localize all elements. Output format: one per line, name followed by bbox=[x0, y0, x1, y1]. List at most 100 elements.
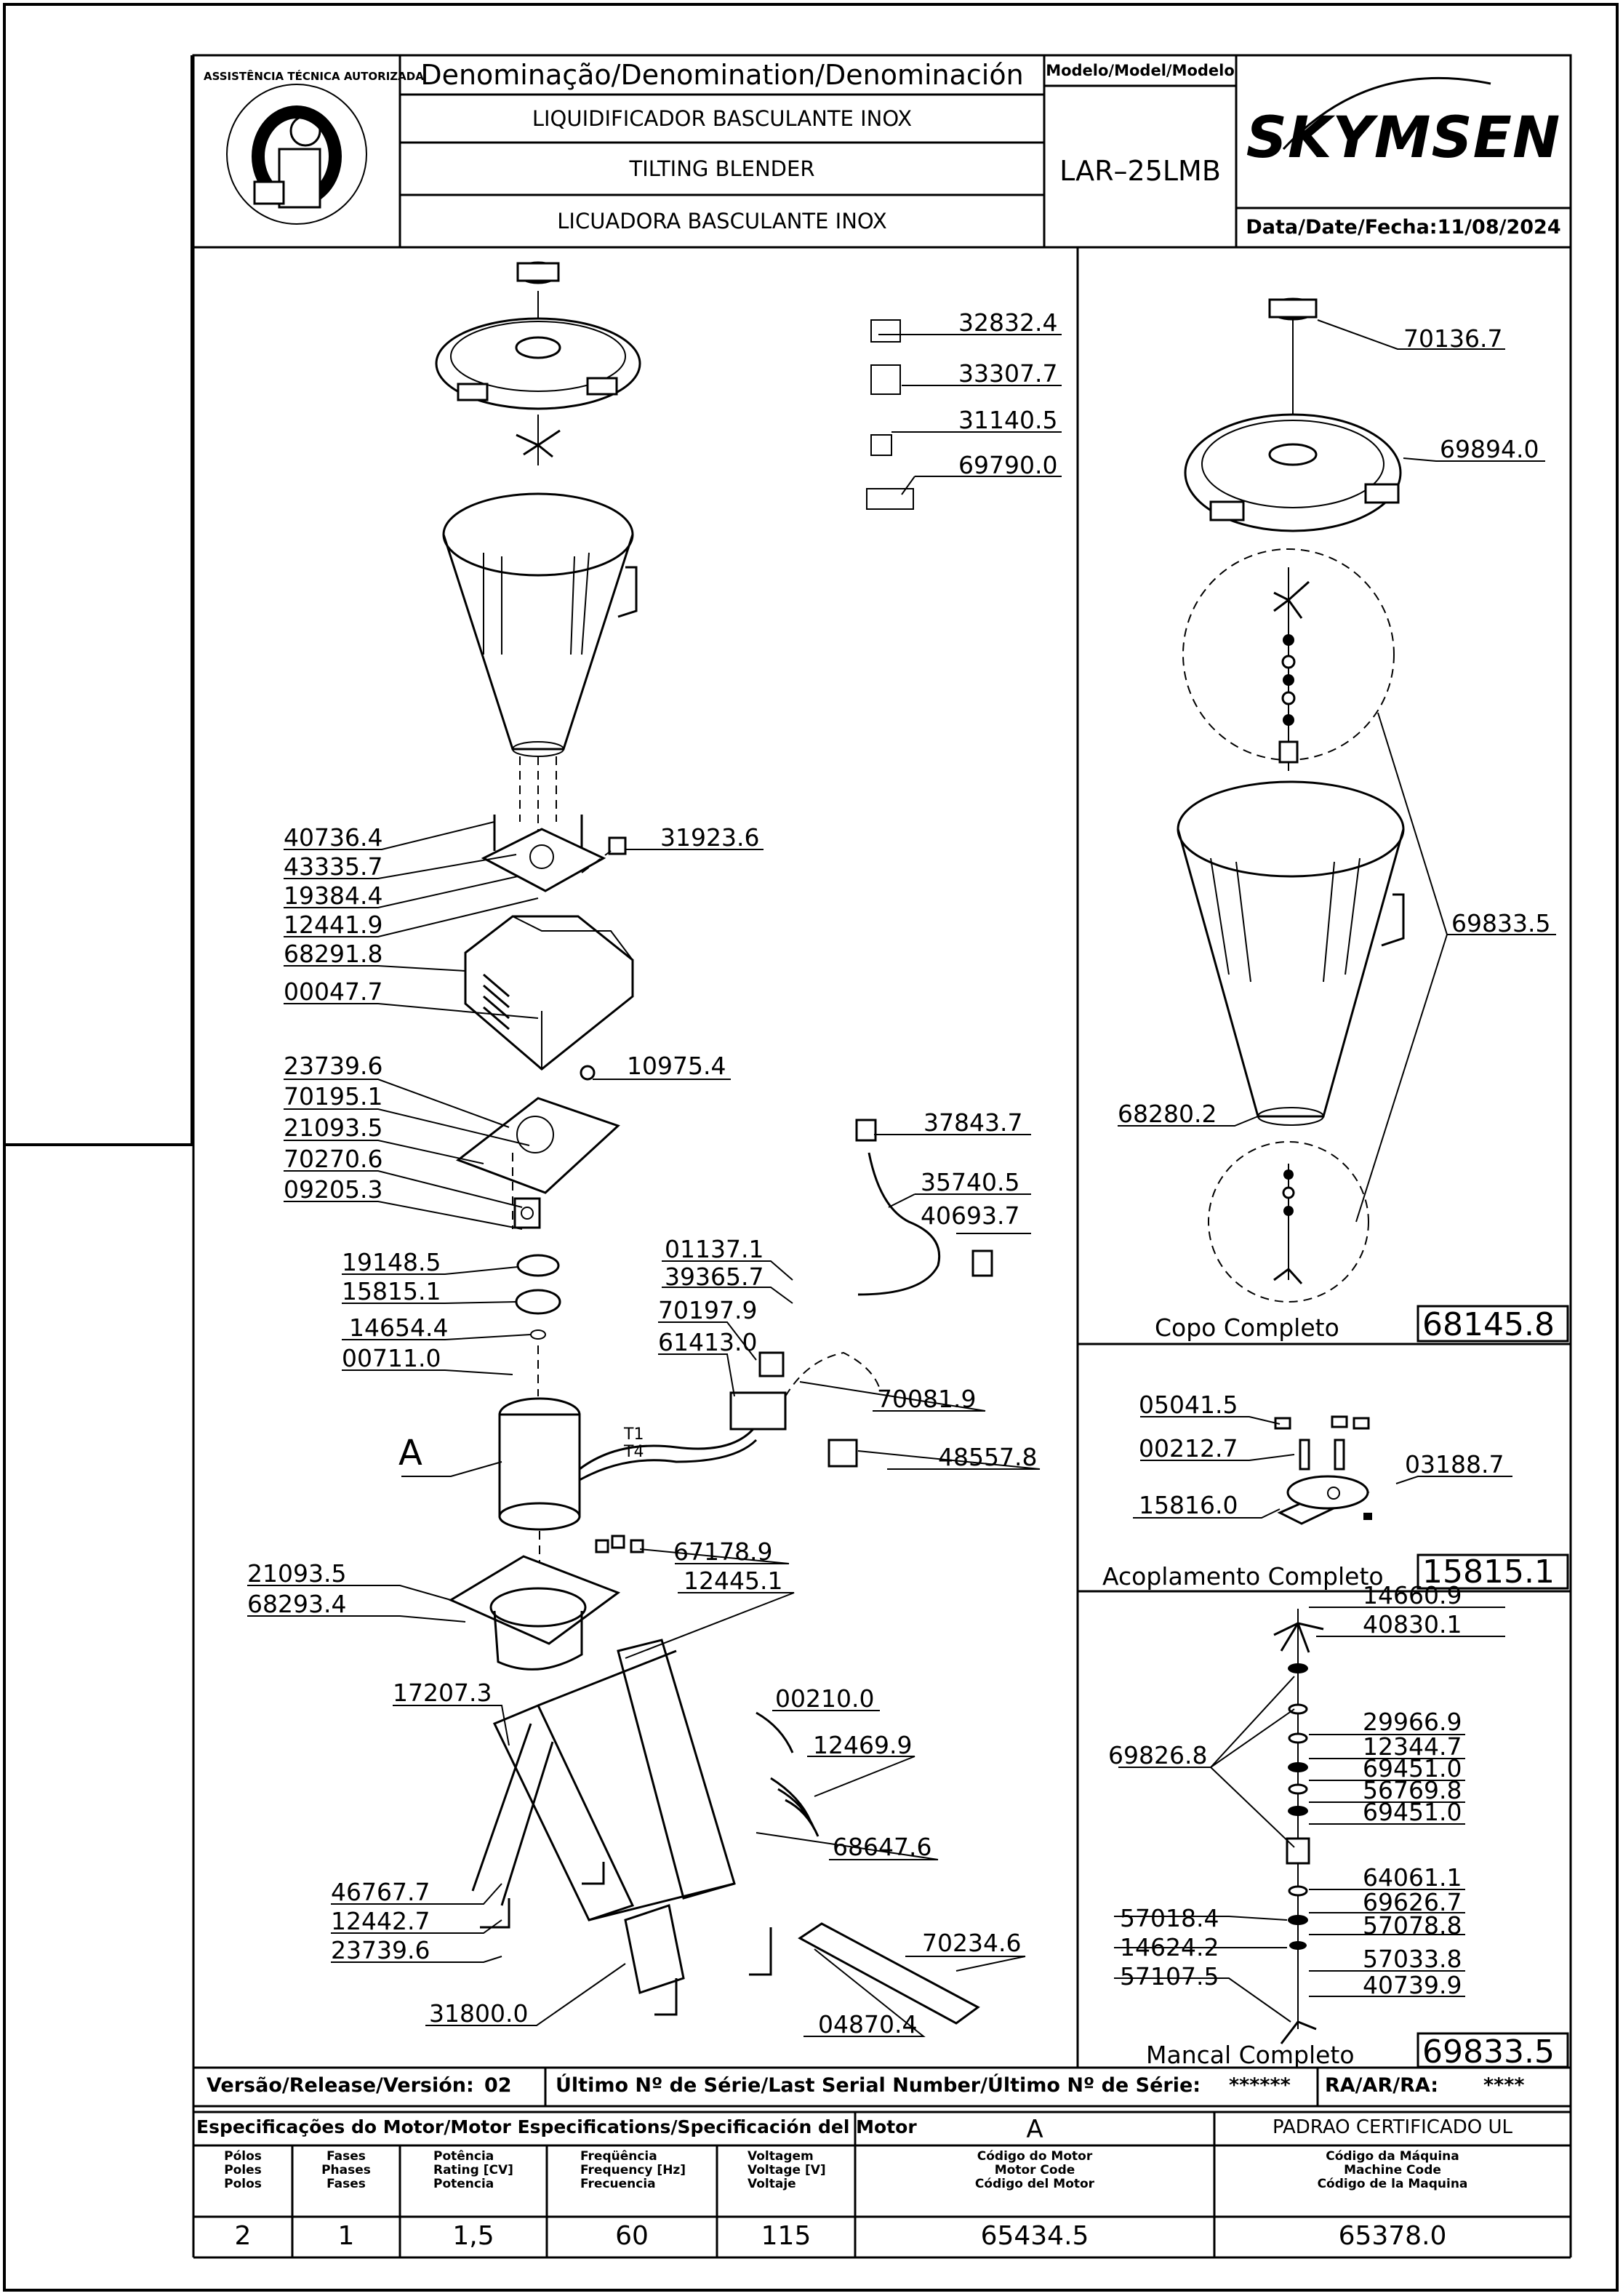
part-label: 70197.9 bbox=[658, 1296, 758, 1324]
part-label: 15816.0 bbox=[1139, 1491, 1238, 1519]
ul-title: PADRAO CERTIFICADO UL bbox=[1272, 2116, 1513, 2138]
part-label: 61413.0 bbox=[658, 1328, 758, 1356]
part-label: 69626.7 bbox=[1363, 1888, 1462, 1916]
part-label: 04870.4 bbox=[818, 2010, 918, 2039]
part-label: 46767.7 bbox=[331, 1878, 430, 1906]
part-label: 69451.0 bbox=[1363, 1754, 1462, 1783]
motor-code-value: 65434.5 bbox=[980, 2221, 1089, 2251]
part-label: 00212.7 bbox=[1139, 1434, 1238, 1463]
assembly-label: Copo Completo bbox=[1155, 1313, 1339, 1342]
part-label: 00047.7 bbox=[284, 977, 383, 1006]
part-label: 10975.4 bbox=[627, 1052, 726, 1080]
acoplamento-assembly-view bbox=[1133, 1415, 1512, 1525]
part-label: 70081.9 bbox=[877, 1385, 977, 1413]
date-field: Data/Date/Fecha:11/08/2024 bbox=[1246, 216, 1561, 239]
part-label: 33307.7 bbox=[958, 359, 1058, 388]
ra-label: RA/AR/RA: bbox=[1325, 2074, 1439, 2097]
part-label: 14654.4 bbox=[349, 1313, 449, 1342]
part-label: 67178.9 bbox=[673, 1537, 773, 1566]
model-title: Modelo/Model/Modelo bbox=[1046, 62, 1235, 79]
power-value: 1,5 bbox=[452, 2221, 494, 2251]
part-label: 19148.5 bbox=[342, 1248, 441, 1276]
part-label: 57033.8 bbox=[1363, 1945, 1462, 1973]
part-label: 40830.1 bbox=[1363, 1610, 1462, 1639]
part-label: 57078.8 bbox=[1363, 1911, 1462, 1940]
part-label: 69833.5 bbox=[1451, 909, 1551, 937]
assembly-label: Mancal Completo bbox=[1146, 2041, 1355, 2069]
part-label: 69894.0 bbox=[1440, 435, 1539, 463]
assembly-code: 69833.5 bbox=[1422, 2033, 1555, 2071]
serial-value: ****** bbox=[1229, 2074, 1291, 2097]
part-label: 00210.0 bbox=[775, 1684, 875, 1713]
motor-lead-T1: T1 bbox=[624, 1425, 644, 1444]
part-label: 57107.5 bbox=[1120, 1962, 1219, 1991]
ra-value: **** bbox=[1483, 2074, 1525, 2097]
part-label: 69451.0 bbox=[1363, 1798, 1462, 1826]
part-label: 12469.9 bbox=[813, 1731, 913, 1759]
seal-text: ASSISTÊNCIA TÉCNICA AUTORIZADA bbox=[204, 70, 424, 83]
denomination-title: Denominação/Denomination/Denominación bbox=[420, 59, 1024, 91]
serial-label: Último Nº de Série/Last Serial Number/Úl… bbox=[556, 2074, 1201, 2097]
part-label: 48557.8 bbox=[938, 1443, 1038, 1471]
part-label: 14660.9 bbox=[1363, 1581, 1462, 1609]
freq-value: 60 bbox=[615, 2221, 649, 2251]
part-label: 68291.8 bbox=[284, 940, 383, 968]
part-label: 40739.9 bbox=[1363, 1971, 1462, 1999]
assembly-code: 68145.8 bbox=[1422, 1306, 1555, 1343]
model-number: LAR–25LMB bbox=[1059, 155, 1221, 187]
motor-col-title: A bbox=[1026, 2115, 1043, 2144]
part-label: 70270.6 bbox=[284, 1145, 383, 1173]
part-label: 23739.6 bbox=[331, 1936, 430, 1964]
assistencia-seal-icon bbox=[226, 84, 367, 225]
part-label: 68647.6 bbox=[833, 1833, 932, 1861]
part-label: 12344.7 bbox=[1363, 1732, 1462, 1761]
part-label: 29966.9 bbox=[1363, 1708, 1462, 1736]
mancal-assembly-view bbox=[1114, 1607, 1505, 2044]
part-label: 12445.1 bbox=[684, 1567, 783, 1595]
part-label: 12442.7 bbox=[331, 1907, 430, 1935]
part-label: 23739.6 bbox=[284, 1052, 383, 1080]
poles-value: 2 bbox=[234, 2221, 252, 2251]
name-pt: LIQUIDIFICADOR BASCULANTE INOX bbox=[532, 106, 913, 131]
skymsen-swoosh bbox=[1282, 76, 1491, 151]
part-label: 21093.5 bbox=[284, 1113, 383, 1142]
motor-callout-A: A bbox=[398, 1433, 422, 1473]
part-label: 05041.5 bbox=[1139, 1391, 1238, 1419]
part-label: 70195.1 bbox=[284, 1082, 383, 1111]
assembly-label: Acoplamento Completo bbox=[1102, 1562, 1384, 1591]
part-label: 43335.7 bbox=[284, 852, 383, 881]
part-label: 14624.2 bbox=[1120, 1933, 1219, 1961]
main-exploded-view bbox=[247, 261, 1062, 2037]
part-label: 32832.4 bbox=[958, 308, 1058, 337]
part-label: 31923.6 bbox=[660, 823, 760, 852]
part-label: 03188.7 bbox=[1405, 1450, 1504, 1479]
name-en: TILTING BLENDER bbox=[629, 156, 815, 181]
part-label: 19384.4 bbox=[284, 881, 383, 910]
part-label: 17207.3 bbox=[393, 1679, 492, 1707]
version-label: Versão/Release/Versión: bbox=[207, 2074, 474, 2097]
skymsen-logo: SKYMSEN bbox=[1246, 105, 1561, 171]
part-label: 39365.7 bbox=[665, 1263, 764, 1291]
part-label: 68280.2 bbox=[1118, 1100, 1217, 1128]
part-label: 01137.1 bbox=[665, 1235, 764, 1263]
motor-spec-title: Especificações do Motor/Motor Especifica… bbox=[196, 2116, 917, 2137]
margin-mark-v bbox=[191, 55, 193, 1146]
part-label: 40736.4 bbox=[284, 823, 383, 852]
machine-code-value: 65378.0 bbox=[1338, 2221, 1447, 2251]
part-label: 56769.8 bbox=[1363, 1776, 1462, 1804]
version-value: 02 bbox=[484, 2074, 512, 2097]
part-label: 31800.0 bbox=[429, 1999, 529, 2028]
part-label: 70234.6 bbox=[922, 1929, 1022, 1957]
motor-lead-T4: T4 bbox=[624, 1443, 644, 1461]
phases-value: 1 bbox=[337, 2221, 355, 2251]
part-label: 68293.4 bbox=[247, 1590, 347, 1618]
part-label: 35740.5 bbox=[921, 1168, 1020, 1196]
assembly-code: 15815.1 bbox=[1422, 1553, 1555, 1591]
name-es: LICUADORA BASCULANTE INOX bbox=[557, 209, 887, 233]
part-label: 09205.3 bbox=[284, 1175, 383, 1204]
